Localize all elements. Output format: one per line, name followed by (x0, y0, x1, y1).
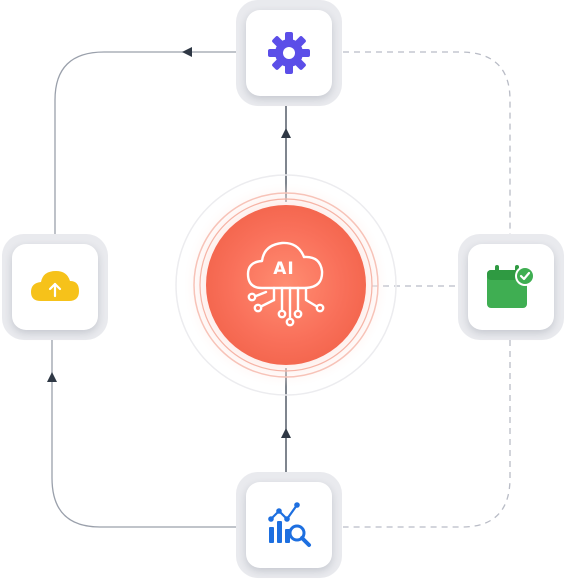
chart-search-icon (268, 502, 311, 547)
arrow-up-top (281, 128, 291, 138)
connector-analytics-to-upload (51, 340, 238, 528)
gear-icon (268, 32, 310, 74)
arrow-up-bottom (281, 428, 291, 438)
connector-upload-to-settings (54, 51, 238, 234)
ai-cloud-circuit-icon (246, 241, 325, 327)
hub-label: AI (273, 259, 295, 279)
arrow-up-left (47, 372, 57, 382)
cloud-upload-icon (31, 271, 79, 301)
node-upload-card (12, 244, 98, 330)
node-analytics[interactable] (236, 472, 342, 578)
hub-core (206, 205, 366, 365)
arrow-right-top (182, 47, 192, 57)
calendar-check-icon (487, 265, 535, 308)
hub-inner-ring (199, 198, 373, 372)
node-schedule[interactable] (458, 234, 564, 340)
node-schedule-card (468, 244, 554, 330)
node-analytics-card (246, 482, 332, 568)
node-settings-card (246, 10, 332, 96)
node-settings[interactable] (236, 0, 342, 106)
node-upload[interactable] (2, 234, 108, 340)
hub-outer-ring (175, 174, 397, 396)
dashed-connector-schedule-to-analytics (343, 340, 511, 528)
dashed-connector-settings-to-schedule (343, 51, 511, 234)
hub-middle-ring (193, 192, 379, 378)
